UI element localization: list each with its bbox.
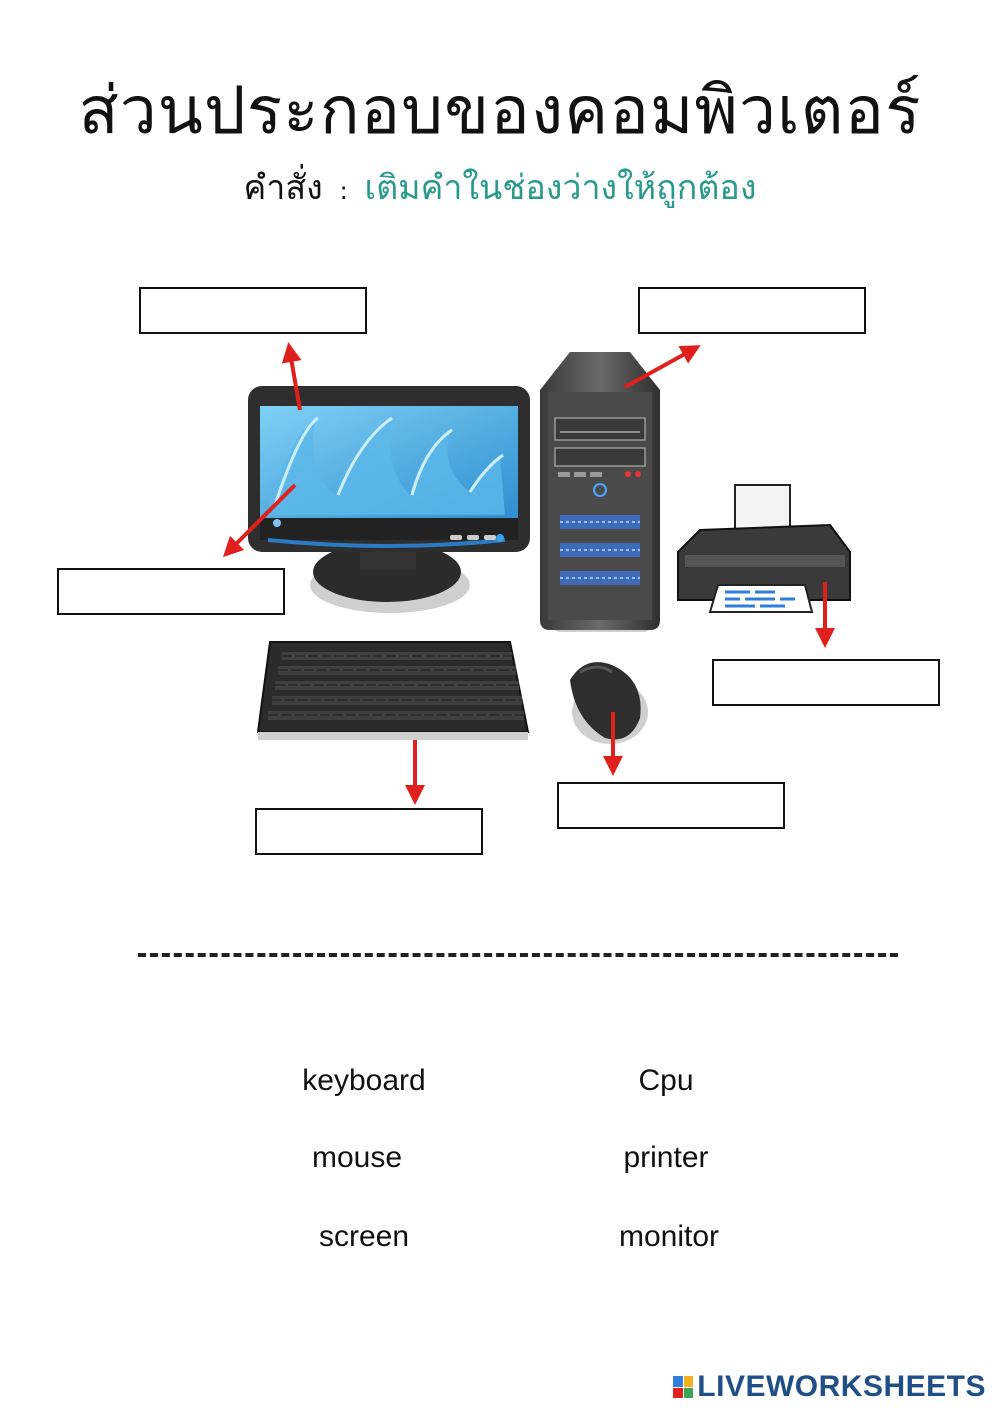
blank-printer-input[interactable]: [714, 661, 942, 706]
blank-mouse[interactable]: [557, 782, 787, 829]
dashed-divider: [138, 953, 898, 957]
word-bank-item[interactable]: Cpu: [638, 1064, 694, 1097]
word-bank-item[interactable]: mouse: [311, 1141, 403, 1174]
blank-printer[interactable]: [712, 659, 942, 706]
blank-monitor-input[interactable]: [141, 289, 369, 334]
blank-monitor[interactable]: [139, 287, 369, 334]
liveworksheets-brand[interactable]: LIVEWORKSHEETS: [673, 1370, 986, 1404]
pointer-arrows: [222, 342, 835, 805]
liveworksheets-logo-icon: [673, 1376, 694, 1398]
blank-cpu[interactable]: [638, 287, 868, 334]
computer-illustration: [222, 342, 851, 805]
arrow-cpu: [624, 345, 701, 389]
word-bank-item[interactable]: keyboard: [302, 1064, 426, 1097]
blank-keyboard[interactable]: [255, 808, 485, 855]
brand-name: LIVEWORKSHEETS: [697, 1370, 986, 1403]
word-bank-item[interactable]: screen: [318, 1220, 410, 1253]
blank-screen[interactable]: [57, 568, 287, 615]
arrow-screen: [222, 483, 297, 558]
blank-screen-input[interactable]: [59, 570, 287, 615]
blank-keyboard-input[interactable]: [257, 810, 485, 855]
instruction-line: คำสั่ง : เติมคำในช่องว่างให้ถูกต้อง: [0, 160, 1000, 214]
blank-cpu-input[interactable]: [640, 289, 868, 334]
word-bank-item[interactable]: monitor: [618, 1220, 720, 1253]
blank-mouse-input[interactable]: [559, 784, 787, 829]
arrow-monitor: [281, 342, 302, 411]
instruction-colon: :: [339, 177, 348, 205]
cpu-tower-icon: [540, 352, 660, 632]
keyboard-icon: [256, 641, 530, 740]
monitor-icon: [248, 386, 530, 613]
word-bank-item[interactable]: printer: [623, 1141, 709, 1174]
page-title: ส่วนประกอบของคอมพิวเตอร์: [78, 72, 922, 149]
instruction-label: คำสั่ง: [243, 168, 323, 208]
printer-icon: [677, 484, 851, 613]
instruction-text: เติมคำในช่องว่างให้ถูกต้อง: [364, 168, 757, 208]
mouse-icon: [570, 662, 648, 744]
